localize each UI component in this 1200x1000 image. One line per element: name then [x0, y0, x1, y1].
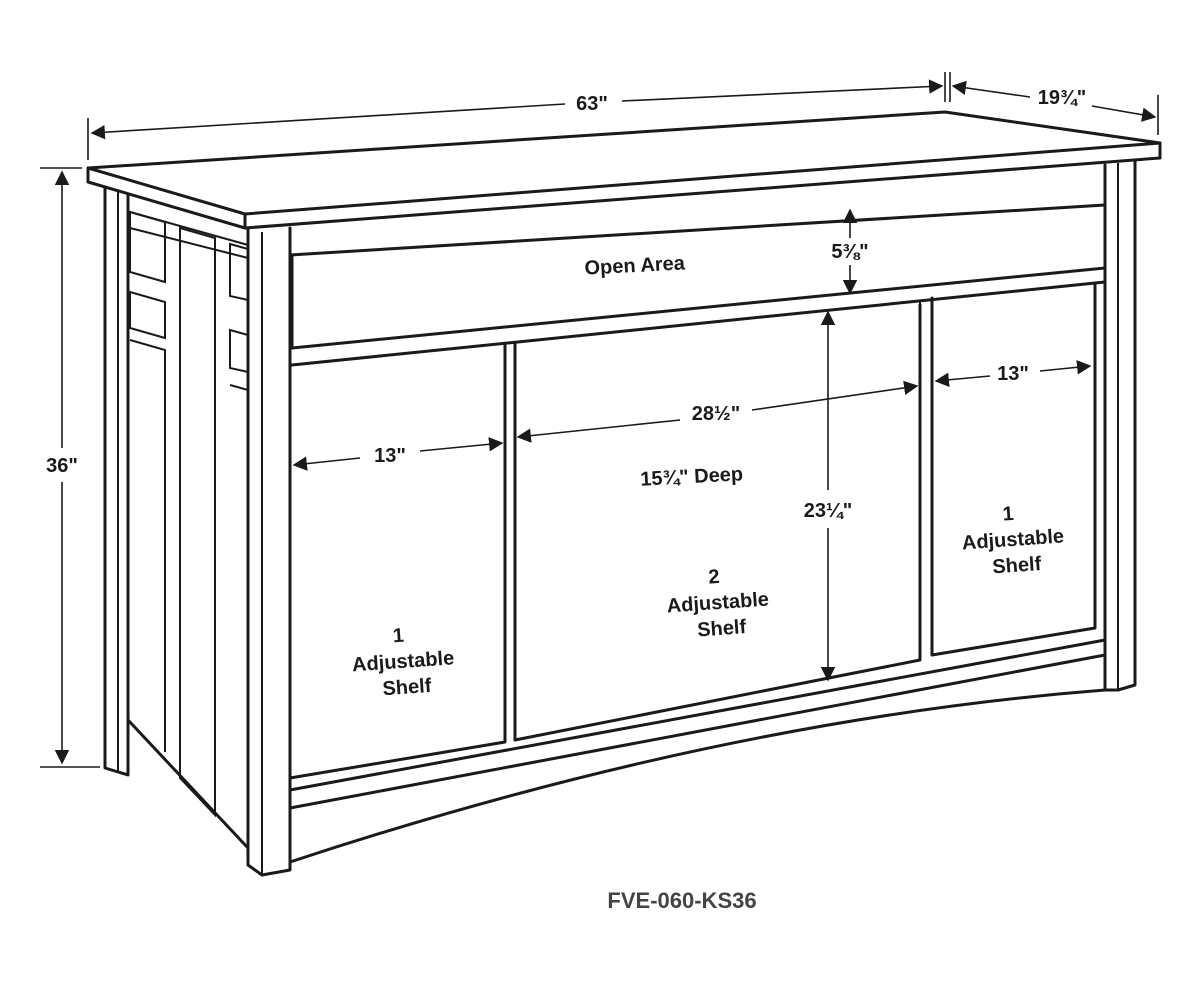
open-area-label: Open Area [584, 252, 686, 279]
left-shelf-text-2: Shelf [382, 675, 433, 700]
bottom-rail [288, 638, 1107, 864]
depth-dimension: 19¾" [1038, 87, 1086, 109]
interior-depth: 15¾" Deep [640, 463, 744, 490]
center-shelf-label: 2 Adjustable Shelf [666, 566, 770, 642]
cabinet-doors [288, 281, 1097, 780]
model-number: FVE-060-KS36 [607, 888, 756, 913]
center-shelf-count: 2 [708, 566, 721, 589]
center-cabinet-width: 28½" [692, 403, 740, 425]
right-cabinet-width: 13" [997, 363, 1029, 385]
left-cabinet-width: 13" [374, 445, 406, 467]
left-shelf-count: 1 [392, 625, 405, 648]
open-area-frame [288, 203, 1107, 367]
dimension-lines [40, 72, 1159, 768]
center-door [513, 303, 922, 742]
left-shelf-label: 1 Adjustable Shelf [351, 625, 455, 701]
right-shelf-text: Adjustable [961, 525, 1065, 554]
open-area-height-dimension: 5⅜" [831, 241, 868, 263]
cabinet-top [86, 110, 1162, 230]
right-leg [1103, 158, 1137, 692]
right-shelf-count: 1 [1002, 503, 1015, 526]
center-shelf-text-2: Shelf [697, 616, 748, 641]
right-shelf-label: 1 Adjustable Shelf [961, 503, 1065, 579]
center-shelf-text: Adjustable [666, 588, 770, 617]
right-shelf-text-2: Shelf [992, 553, 1043, 578]
right-door [930, 281, 1097, 657]
left-door [288, 343, 507, 780]
height-dimension: 36" [46, 455, 78, 477]
width-dimension: 63" [576, 93, 608, 115]
left-side-panel [103, 186, 292, 877]
interior-height: 23¼" [804, 500, 852, 522]
left-shelf-text: Adjustable [351, 647, 455, 676]
